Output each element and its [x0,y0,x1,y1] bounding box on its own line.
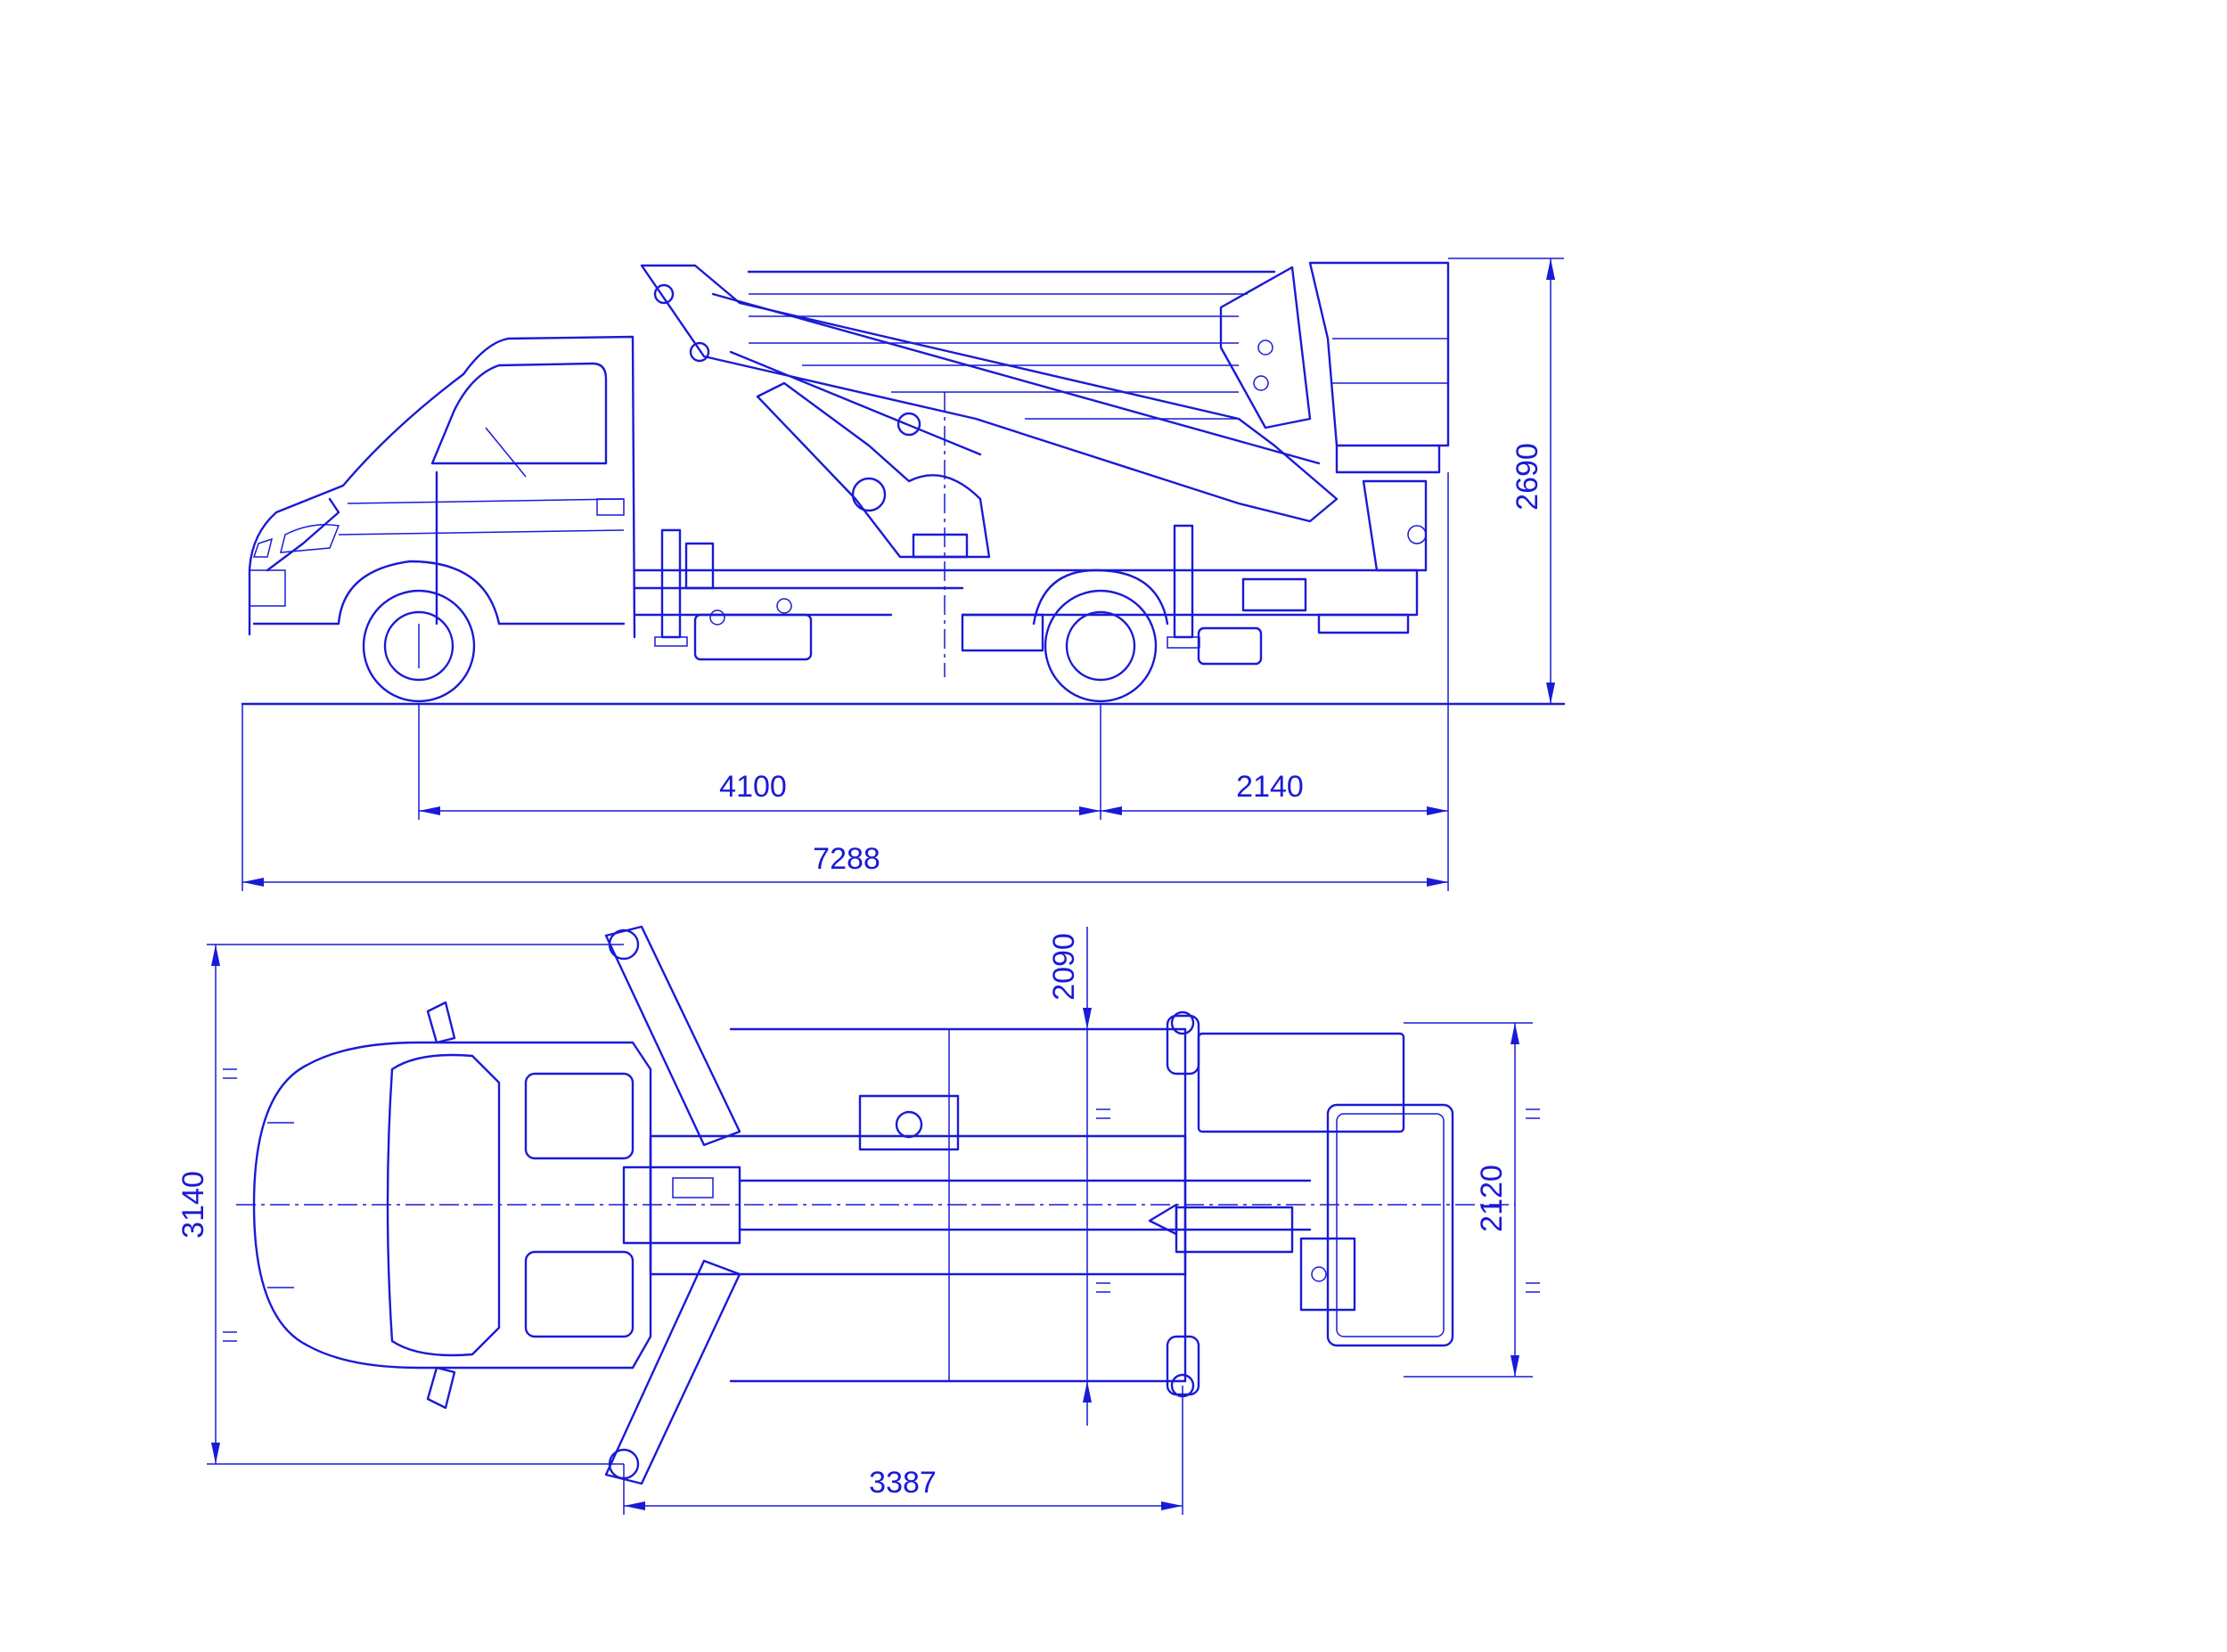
dim-overall-height: 2690 [1511,443,1544,511]
dim-wheelbase: 4100 [719,770,787,804]
cab-side [248,335,636,639]
rear-wheel [1032,568,1169,703]
dim-outrigger-span: 3140 [176,1171,210,1239]
dim-outrigger-spacing: 3387 [869,1466,937,1500]
chassis [633,568,1419,666]
dim-rear-overhang: 2140 [1236,770,1304,804]
equality-marks [223,1068,1540,1342]
basket-side [1308,261,1450,572]
turret [756,381,991,677]
side-dimensions: 4100 2140 7288 2690 [242,258,1564,891]
basket-top [1197,1032,1454,1347]
top-dimensions: 3140 3387 2090 2120 [176,927,1533,1515]
front-wheel [362,589,476,703]
dim-outrigger-offset: 2090 [1047,933,1081,1001]
stabilizers-side [654,524,1200,649]
outriggers [604,925,1200,1485]
dim-overall-length: 7288 [813,842,880,876]
side-view: 4100 2140 7288 2690 [241,258,1566,891]
dim-vehicle-width: 2120 [1475,1165,1509,1232]
top-view: 3140 3387 2090 2120 [176,925,1540,1515]
body-top [622,1027,1312,1383]
boom [640,264,1339,523]
